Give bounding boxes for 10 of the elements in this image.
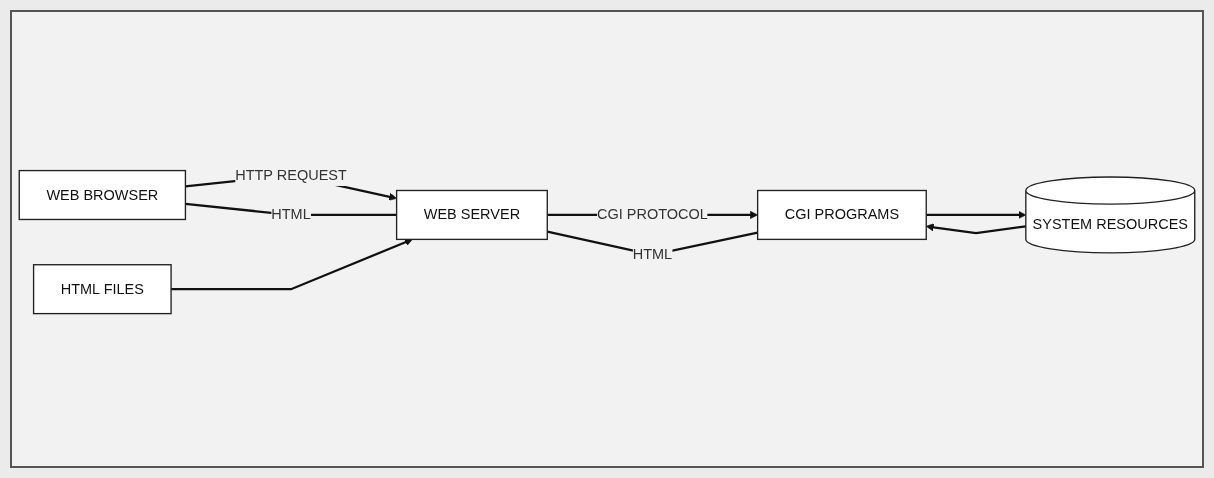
node-box: WEB BROWSER (18, 169, 187, 221)
edge-label: HTML (632, 246, 673, 263)
edge-label: CGI PROTOCOL (597, 206, 708, 223)
edge-label: HTML (271, 206, 311, 223)
edge-label: HTTP REQUEST (235, 167, 347, 183)
arrow (171, 238, 413, 291)
arrow (926, 211, 1027, 219)
node-box: CGI PROGRAMS (756, 189, 927, 241)
node-box: HTML FILES (32, 264, 172, 315)
node-box: WEB SERVER (395, 189, 548, 241)
